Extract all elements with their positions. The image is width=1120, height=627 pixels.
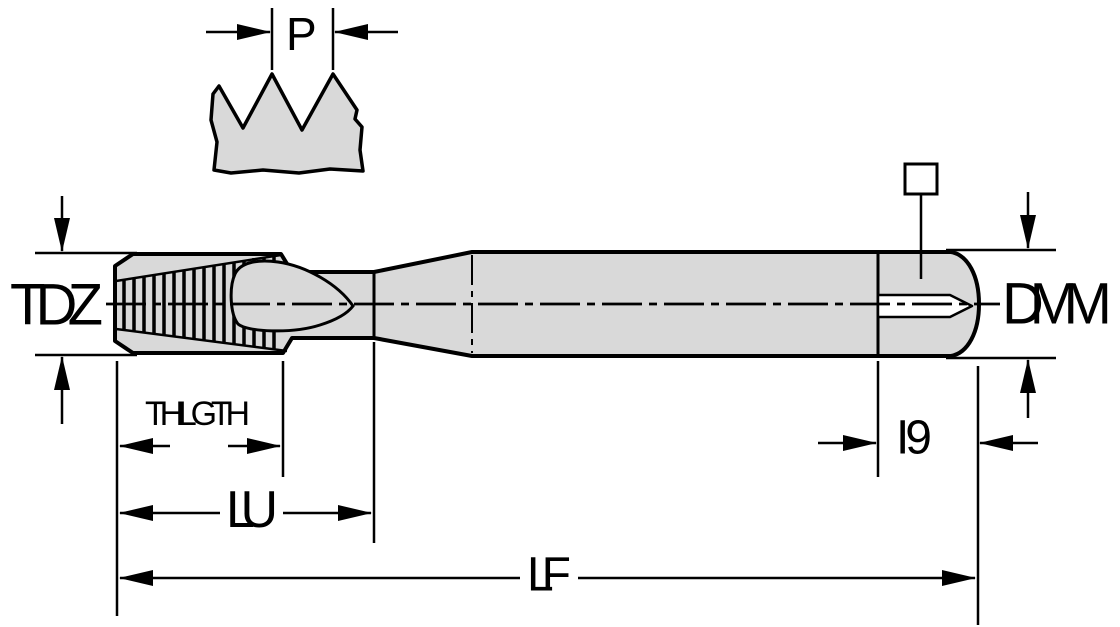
dimension-thread-length: THLGTH	[119, 395, 281, 454]
pitch-extension-lines	[270, 8, 335, 70]
square-drive-callout	[903, 162, 939, 279]
thread-diameter-label: TDZ	[10, 273, 103, 338]
dimension-overall-length: LF	[119, 549, 976, 602]
square-length-label: I9	[896, 412, 932, 465]
thread-profile-shape	[209, 72, 365, 175]
tdz-extension-lines	[35, 251, 137, 357]
shank-diameter-label: DMM	[1002, 272, 1112, 337]
dimension-thread-diameter: TDZ	[10, 196, 137, 424]
thread-profile-detail: P	[206, 8, 398, 175]
dimension-shank-diameter: DMM	[946, 192, 1112, 418]
overall-length-label: LF	[527, 549, 571, 602]
dimension-square-length: I9	[818, 412, 1038, 465]
usable-length-label: LU	[226, 481, 278, 539]
flute-runout	[229, 259, 355, 333]
pitch-label: P	[286, 8, 317, 60]
length-extension-lines	[115, 342, 980, 625]
thread-length-label: THLGTH	[145, 395, 250, 433]
square-drive-symbol-icon	[903, 162, 939, 196]
dmm-extension-lines	[946, 248, 1056, 360]
tap-body	[106, 250, 1000, 358]
dimension-usable-length: LU	[119, 481, 372, 539]
square-flat-face	[876, 293, 974, 319]
